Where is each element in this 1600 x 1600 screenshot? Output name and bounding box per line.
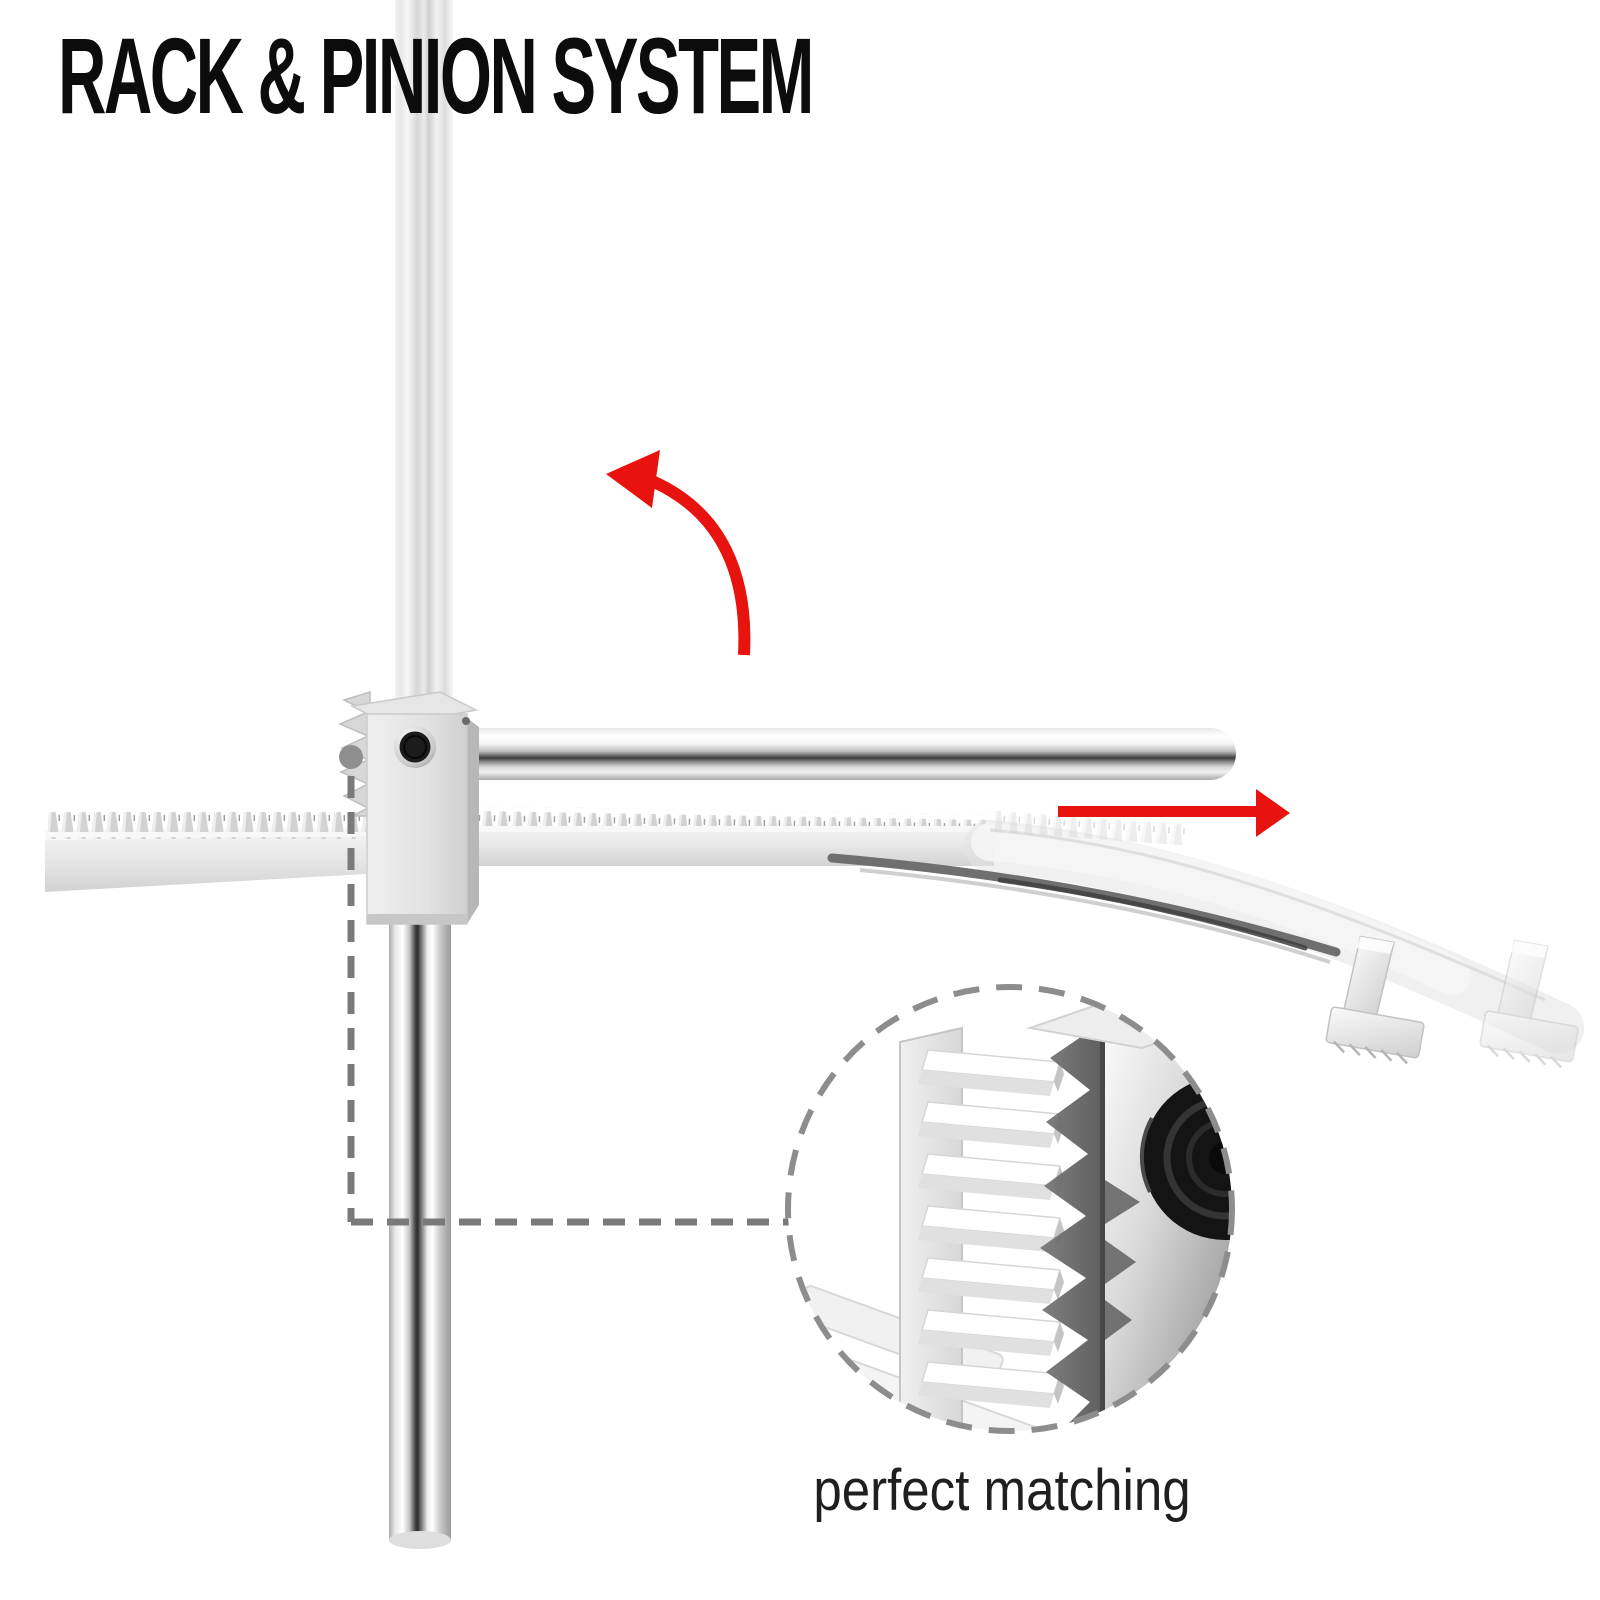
rack-right-bar [478, 830, 994, 866]
vertical-pole [389, 0, 453, 1549]
inset-caption: perfect matching [813, 1458, 1191, 1523]
inset-plate-edge-teeth [1105, 1180, 1140, 1340]
callout-anchor-dot [339, 745, 363, 769]
handle-edge-line [989, 828, 1546, 1002]
flange-screw [462, 717, 470, 725]
curved-arrow-head [606, 450, 660, 508]
pole-lower-section [389, 918, 451, 1541]
right-arrow-head [1256, 789, 1290, 837]
right-arrow-shaft [1058, 806, 1258, 817]
inset-photo [796, 988, 1232, 1431]
page-title: RACK & PINION SYSTEM [58, 15, 814, 136]
inset-pinion-silhouette [1040, 1022, 1106, 1431]
inset-seam-line [1100, 1018, 1105, 1431]
rack-left-bar [45, 832, 366, 892]
rotation-annotation [606, 450, 751, 656]
rack-left-teeth [48, 812, 366, 839]
pole-upper-section [395, 0, 453, 718]
callout-leader [339, 745, 790, 1226]
horizontal-rod [455, 728, 1236, 780]
handle-thin-highlight [859, 868, 1331, 964]
zoom-inset [785, 984, 1235, 1434]
knob-inner-ring [403, 735, 427, 759]
slide-annotation [1058, 789, 1290, 837]
curved-rotation-arrow [649, 475, 751, 656]
rack-right-top-face [478, 826, 994, 832]
curved-handle [827, 806, 1593, 1071]
toothed-rack [45, 806, 995, 892]
pole-bottom-cap [389, 1531, 451, 1549]
housing-bottom-shade [367, 914, 467, 924]
pinion-housing [338, 690, 479, 925]
handle-dark-rod-shadow [997, 877, 1308, 951]
housing-side-face [467, 718, 479, 924]
inset-dashed-ring [785, 984, 1235, 1434]
